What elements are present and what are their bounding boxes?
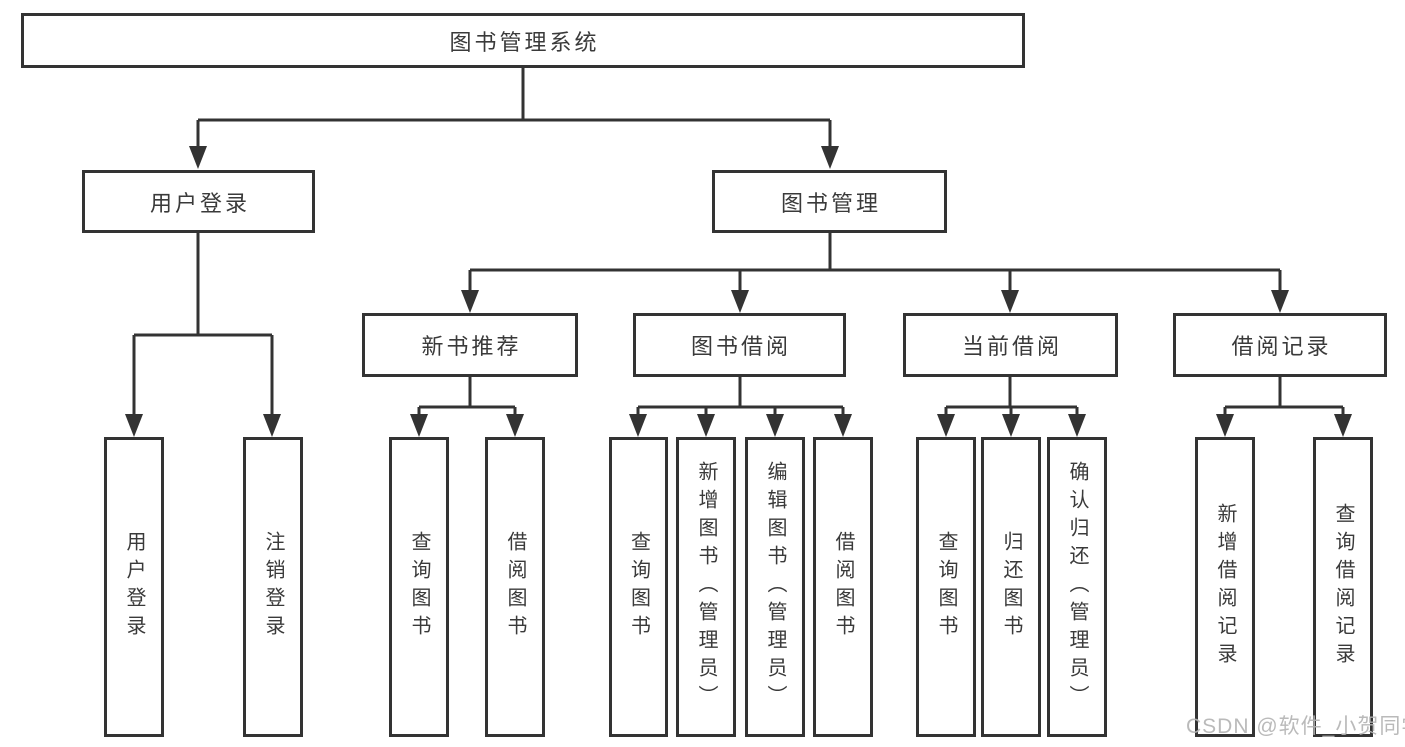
leaf-query-books-2-label: 查询图书: [627, 531, 650, 643]
node-current-borrowing-label: 当前借阅: [961, 334, 1062, 359]
node-borrowing-records-label: 借阅记录: [1231, 334, 1332, 359]
leaf-borrow-books-1: 借阅图书: [485, 437, 545, 737]
leaf-add-borrow-record: 新增借阅记录: [1195, 437, 1255, 737]
arrow-down-icon: [263, 414, 281, 437]
arrow-down-icon: [731, 290, 749, 313]
connector-borrow-to-leaves: [636, 377, 845, 416]
arrow-down-icon: [189, 146, 207, 169]
node-book-borrowing: 图书借阅: [633, 313, 846, 377]
leaf-return-books-label: 归还图书: [1000, 531, 1022, 643]
node-library-system-label: 图书管理系统: [449, 29, 600, 55]
node-user-login: 用户登录: [82, 170, 315, 233]
leaf-borrow-books-2-label: 借阅图书: [832, 531, 854, 643]
leaf-query-books-1: 查询图书: [389, 437, 449, 737]
node-new-book-recommend: 新书推荐: [362, 313, 578, 377]
leaf-borrow-books-1-label: 借阅图书: [504, 531, 526, 643]
arrow-down-icon: [1334, 414, 1352, 437]
leaf-add-books-admin: 新增图书（管理员）: [676, 437, 736, 737]
arrow-down-icon: [821, 146, 839, 169]
node-borrowing-records: 借阅记录: [1173, 313, 1387, 377]
node-book-borrowing-label: 图书借阅: [690, 334, 791, 359]
arrow-down-icon: [937, 414, 955, 437]
leaf-edit-books-admin-label: 编辑图书（管理员）: [764, 461, 786, 713]
leaf-query-books-3-label: 查询图书: [935, 531, 957, 643]
leaf-user-login-label: 用户登录: [123, 531, 145, 643]
arrow-down-icon: [697, 414, 715, 437]
leaf-query-borrow-record: 查询借阅记录: [1313, 437, 1373, 737]
connector-bookmgmt-to-level3: [468, 233, 1282, 292]
leaf-edit-books-admin: 编辑图书（管理员）: [745, 437, 805, 737]
leaf-query-books-3: 查询图书: [916, 437, 976, 737]
leaf-query-books-1-label: 查询图书: [408, 531, 430, 643]
connector-current-to-leaves: [944, 377, 1079, 416]
arrow-down-icon: [766, 414, 784, 437]
leaf-confirm-return-admin-label: 确认归还（管理员）: [1066, 461, 1088, 713]
connector-userlogin-to-leaves: [132, 233, 274, 416]
leaf-logout: 注销登录: [243, 437, 303, 737]
arrow-down-icon: [629, 414, 647, 437]
leaf-return-books: 归还图书: [981, 437, 1041, 737]
leaf-logout-label: 注销登录: [262, 531, 284, 643]
node-new-book-recommend-label: 新书推荐: [421, 334, 522, 359]
leaf-query-books-2: 查询图书: [609, 437, 668, 737]
leaf-user-login: 用户登录: [104, 437, 164, 737]
connector-root-to-level2: [196, 68, 832, 148]
arrow-down-icon: [1271, 290, 1289, 313]
connector-records-to-leaves: [1223, 377, 1345, 416]
leaf-confirm-return-admin: 确认归还（管理员）: [1047, 437, 1107, 737]
node-library-system: 图书管理系统: [21, 13, 1025, 68]
arrow-down-icon: [1068, 414, 1086, 437]
leaf-query-borrow-record-label: 查询借阅记录: [1332, 503, 1354, 671]
node-user-login-label: 用户登录: [149, 190, 250, 216]
arrow-down-icon: [125, 414, 143, 437]
arrow-down-icon: [506, 414, 524, 437]
connector-newbook-to-leaves: [417, 377, 517, 416]
node-current-borrowing: 当前借阅: [903, 313, 1118, 377]
leaf-add-books-admin-label: 新增图书（管理员）: [695, 461, 717, 713]
leaf-borrow-books-2: 借阅图书: [813, 437, 873, 737]
arrow-down-icon: [410, 414, 428, 437]
arrow-down-icon: [1001, 290, 1019, 313]
node-book-management-label: 图书管理: [780, 190, 881, 216]
arrow-down-icon: [1216, 414, 1234, 437]
node-book-management: 图书管理: [712, 170, 947, 233]
arrow-down-icon: [461, 290, 479, 313]
arrow-down-icon: [1002, 414, 1020, 437]
leaf-add-borrow-record-label: 新增借阅记录: [1214, 503, 1236, 671]
watermark: CSDN @软件_小贺同学: [1186, 715, 1405, 738]
arrow-down-icon: [834, 414, 852, 437]
